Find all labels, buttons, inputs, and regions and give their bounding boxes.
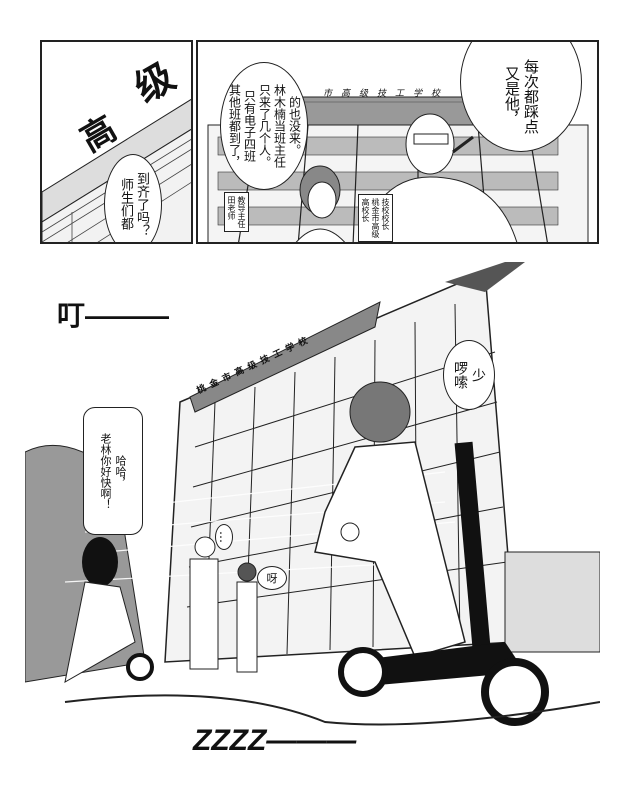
caption-line: 高校长 [361,198,370,222]
principal-ellipsis-bubble: … [215,524,233,550]
panel-3: 叮——— 桃金市高级技工学校 少 啰嗦 老林你好快啊！ 哈哈， … 呀 ZZZZ… [25,262,600,782]
bubble-line: 少 [470,368,486,382]
panel-2: 市高级技工学校 其他班都到了， 只有电子四班 只来了几个人。 林木楠当班主任 的… [196,40,599,244]
bubble-line: 只有电子四班 [242,90,257,162]
bubble-line: 又是他， [503,66,521,126]
bubble-line: 呀 [266,572,278,585]
teacher-exclaim-bubble: 呀 [257,566,287,590]
bubble-line: 林木楠当班主任 [272,84,287,168]
caption-line: 田老师 [227,196,236,220]
principal-caption: 高校长 桃金市高级 技校校长 [358,194,393,242]
girl-speech-bubble: 老林你好快啊！ 哈哈， [83,407,143,535]
ding-sound-effect: 叮——— [57,300,170,331]
scooter-scene-art [25,262,600,726]
teacher-speech-bubble: 其他班都到了， 只有电子四班 只来了几个人。 林木楠当班主任 的也没来。 [220,62,308,190]
zzzz-sound-effect: ZZZZ——— [193,724,357,757]
bubble-line: 的也没来。 [287,96,302,156]
bubble-line: 哈哈， [114,454,127,488]
bubble-line: … [217,531,231,543]
bubble-line: 到齐了吗？ [134,171,149,237]
teacher-caption: 田老师 教导主任 [224,192,249,232]
caption-line: 桃金市高级 [371,198,380,238]
bubble-line: 其他班都到了， [227,84,242,168]
caption-line: 技校校长 [381,198,390,230]
panel-1: 高 级 师生们都 到齐了吗？ [40,40,193,244]
bubble-line: 师生们都 [118,178,133,230]
bubble-line: 每次都踩点 [522,58,540,134]
caption-line: 教导主任 [237,196,246,228]
principal-speech-bubble: 又是他， 每次都踩点 [460,42,582,152]
bubble-line: 啰嗦 [452,361,468,389]
speech-bubble: 师生们都 到齐了吗？ [104,154,162,242]
rider-speech-bubble: 少 啰嗦 [443,340,495,410]
school-sign: 市高级技工学校 [323,89,450,99]
bubble-line: 老林你好快啊！ [99,432,112,510]
bubble-line: 只来了几个人。 [257,84,272,168]
